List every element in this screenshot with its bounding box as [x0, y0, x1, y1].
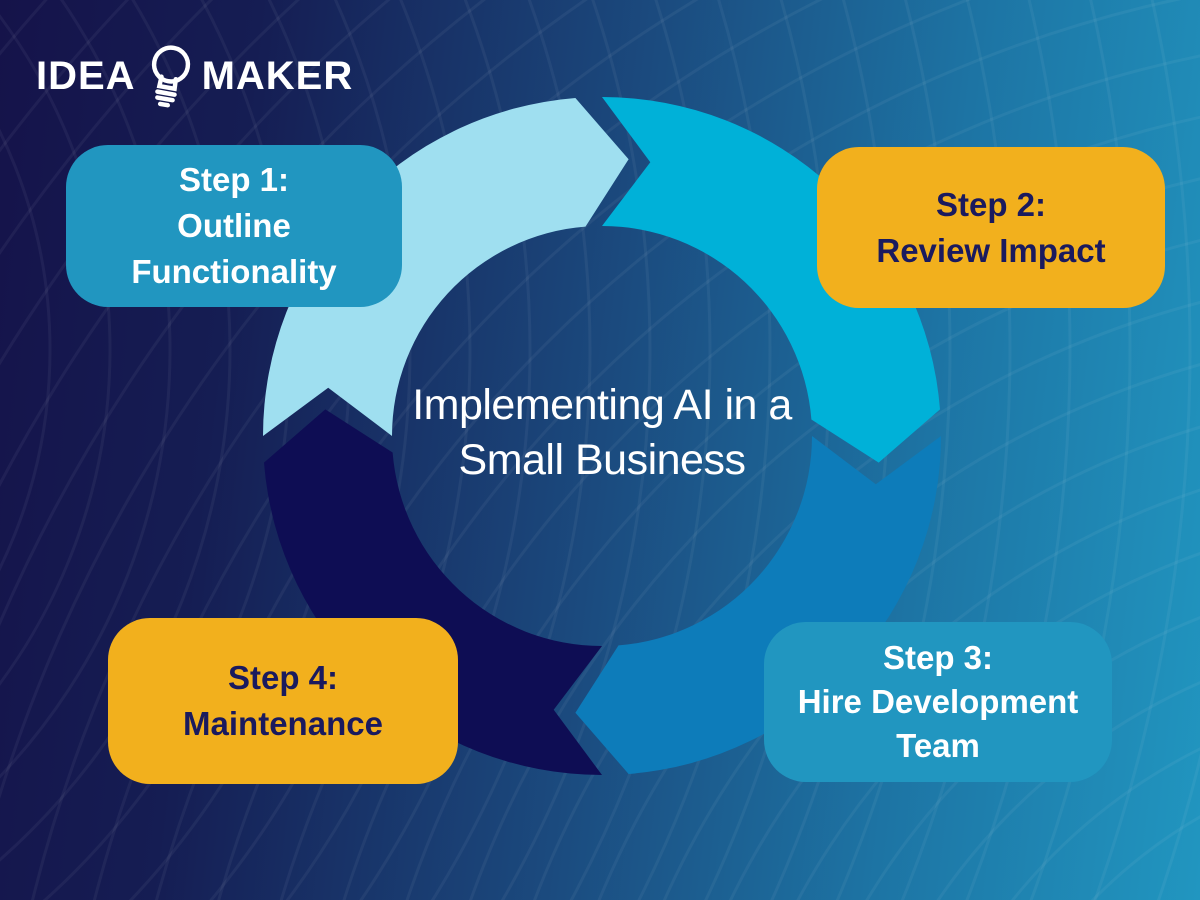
cycle-segment-bottom-left: [264, 409, 602, 775]
lightbulb-icon: [151, 45, 190, 108]
idea-maker-logo: IDEA MAKER: [36, 40, 353, 112]
cycle-segment-top-right: [602, 97, 940, 463]
step-4-label: Step 4:: [227, 659, 339, 696]
diagram-title: Implementing AI in a Small Business: [302, 378, 902, 488]
step-1-name: Outline Functionality: [131, 207, 337, 290]
diagram-title-line2: Small Business: [458, 436, 746, 484]
step-4-name: Maintenance: [183, 705, 383, 742]
step-2-label: Step 2:: [935, 185, 1047, 223]
step-4-card: Step 4: Maintenance: [108, 618, 458, 784]
step-2-card: Step 2: Review Impact: [817, 147, 1165, 308]
logo-word-maker: MAKER: [201, 54, 354, 98]
logo-word-idea: IDEA: [36, 54, 136, 98]
step-2-name: Review Impact: [876, 231, 1106, 269]
step-3-label: Step 3:: [882, 639, 994, 676]
step-1-label: Step 1:: [178, 161, 290, 198]
cycle-segment-bottom-right: [575, 436, 941, 774]
step-3-card: Step 3: Hire Development Team: [764, 622, 1112, 782]
cycle-segment-top-left: [263, 98, 629, 436]
diagram-title-line1: Implementing AI in a: [412, 381, 792, 429]
step-1-card: Step 1: Outline Functionality: [66, 145, 402, 307]
step-3-name: Hire Development Team: [797, 683, 1079, 764]
